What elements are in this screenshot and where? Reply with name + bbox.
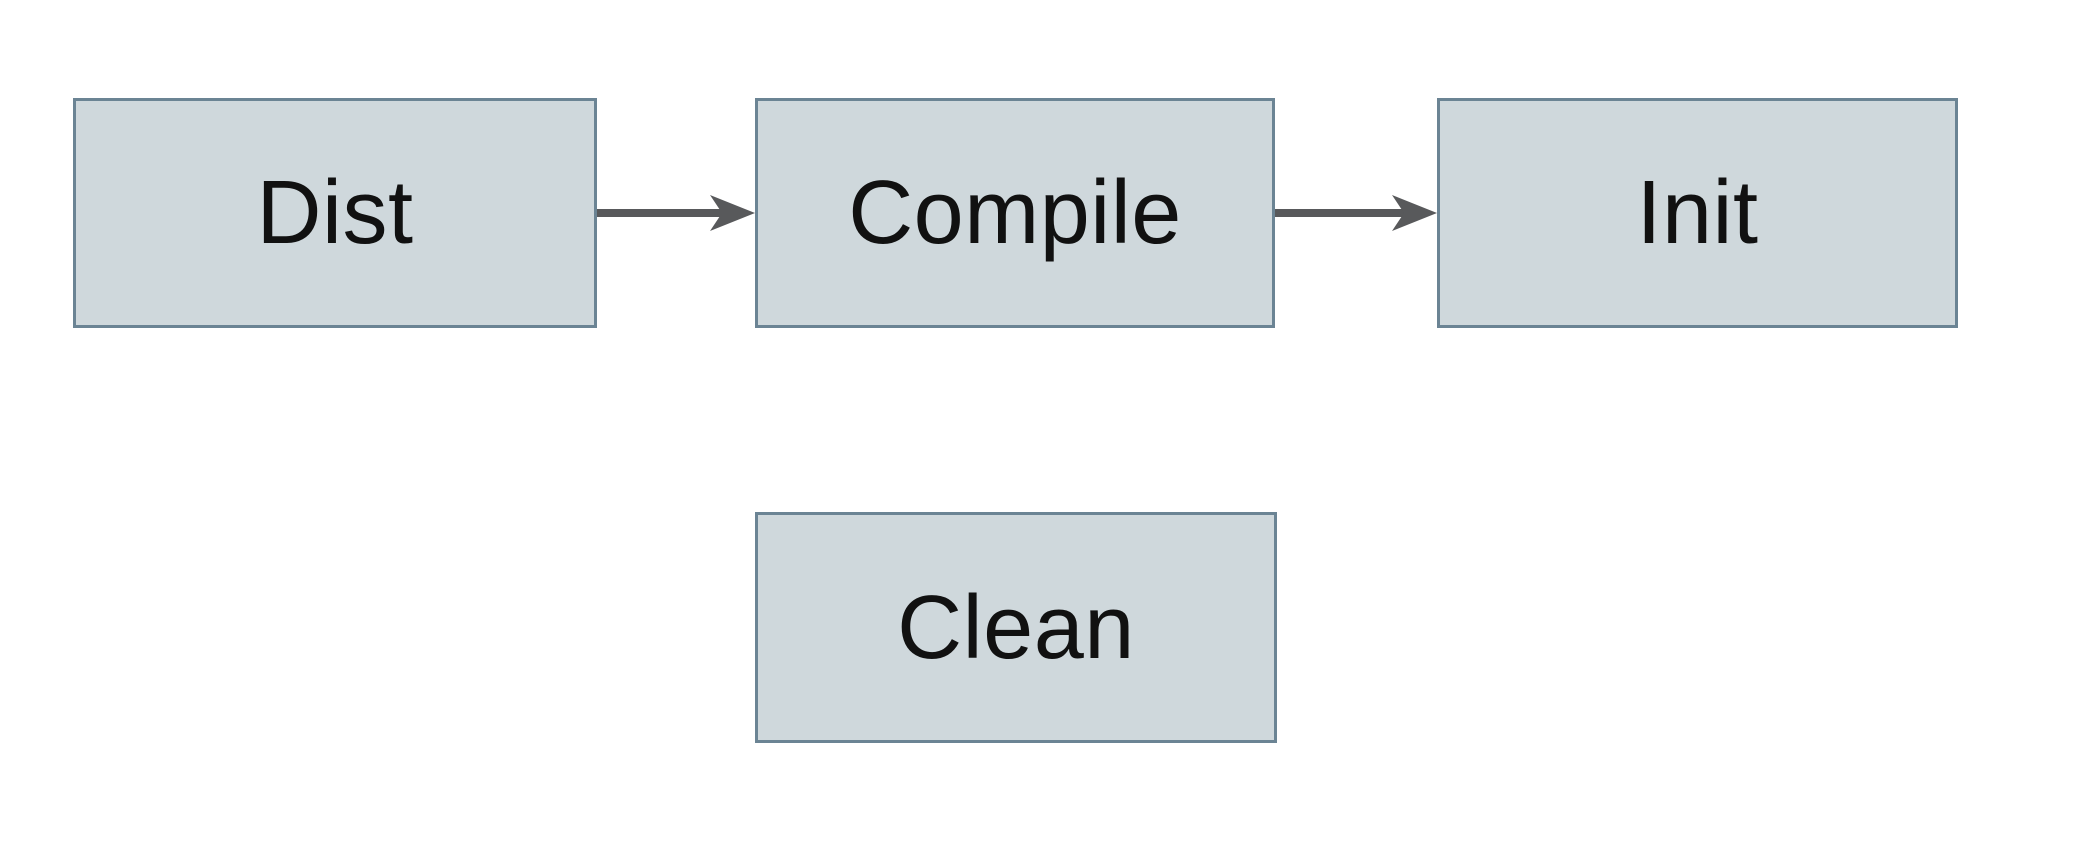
edge-dist-to-compile <box>597 195 755 231</box>
arrowhead-icon <box>1392 195 1437 231</box>
node-dist[interactable]: Dist <box>73 98 597 328</box>
node-clean-label: Clean <box>897 577 1135 678</box>
edge-compile-to-init <box>1275 195 1437 231</box>
node-init[interactable]: Init <box>1437 98 1958 328</box>
node-compile[interactable]: Compile <box>755 98 1275 328</box>
node-init-label: Init <box>1636 163 1759 263</box>
node-clean[interactable]: Clean <box>755 512 1277 743</box>
node-dist-label: Dist <box>256 163 414 263</box>
node-compile-label: Compile <box>848 163 1182 263</box>
arrowhead-icon <box>710 195 755 231</box>
